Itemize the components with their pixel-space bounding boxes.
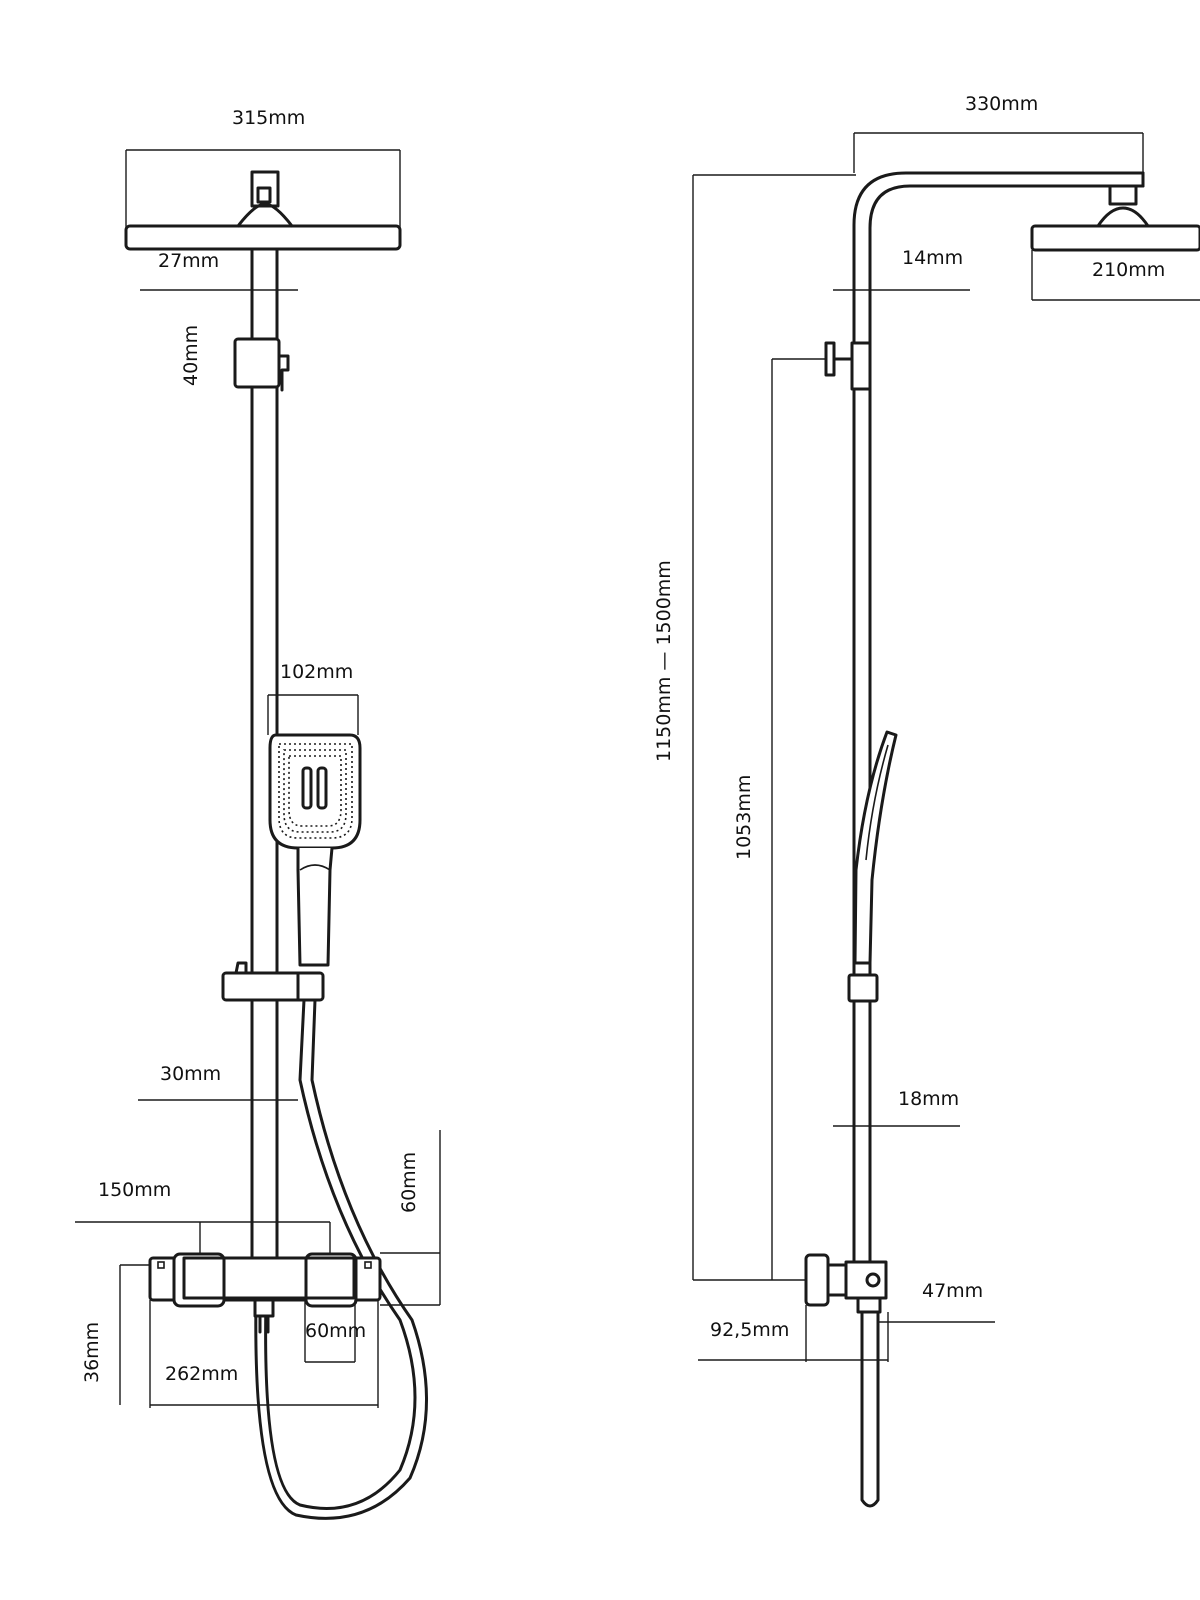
front-wall-bracket	[233, 337, 290, 392]
side-valve	[804, 1253, 888, 1508]
side-wall-bracket	[824, 341, 872, 391]
bar-height-label: 1053mm	[733, 775, 755, 860]
side-arm-pipe	[852, 171, 1145, 1277]
mixer-width-label: 262mm	[165, 1363, 238, 1385]
side-dimension-lines	[692, 132, 1200, 1362]
front-dimension-lines	[75, 149, 441, 1408]
arm-reach-label: 330mm	[965, 93, 1038, 115]
valve-width-label: 47mm	[922, 1280, 983, 1302]
front-mixer	[148, 1252, 382, 1334]
front-hand-shower	[268, 733, 362, 967]
bracket-height-label: 40mm	[180, 325, 202, 386]
handshower-width-label: 102mm	[280, 661, 353, 683]
side-shower-head	[1030, 184, 1200, 252]
wall-projection-label: 92,5mm	[710, 1319, 789, 1341]
front-hose	[254, 998, 428, 1520]
front-slider-holder	[221, 961, 325, 1002]
side-view: 330mm 210mm 14mm 1150mm — 1500mm 1053mm …	[653, 93, 1200, 1508]
side-hand-shower	[847, 730, 898, 1003]
total-height-label: 1150mm — 1500mm	[653, 560, 675, 762]
mixer-depth-label: 36mm	[81, 1322, 103, 1383]
front-shower-head	[124, 170, 402, 251]
front-view: 315mm 27mm 40mm 102mm 30mm 150mm 60mm 36…	[75, 107, 441, 1520]
pipe-diameter-label: 30mm	[160, 1063, 221, 1085]
head-diameter-label: 210mm	[1092, 259, 1165, 281]
inlet-width-label: 60mm	[305, 1320, 366, 1342]
mixer-height-label: 60mm	[398, 1152, 420, 1213]
arm-offset-label: 27mm	[158, 250, 219, 272]
head-width-label: 315mm	[232, 107, 305, 129]
rail-diameter-label: 18mm	[898, 1088, 959, 1110]
handle-width-label: 150mm	[98, 1179, 171, 1201]
arm-tube-label: 14mm	[902, 247, 963, 269]
